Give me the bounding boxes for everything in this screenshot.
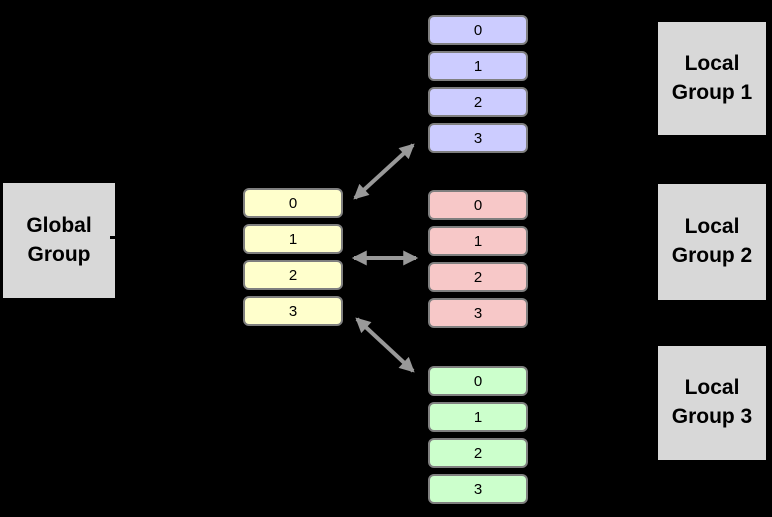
local-group-1-cell-3: 3: [428, 123, 528, 153]
local-group-3-label-line2: Group 3: [671, 405, 753, 428]
local-group-1-label: Local Group 1: [658, 22, 766, 135]
local-group-2-cell-3: 3: [428, 298, 528, 328]
local-group-3-cell-1: 1: [428, 402, 528, 432]
local-group-1-queue-stack: 0 1 2 3: [428, 15, 528, 153]
global-queue-cell-1: 1: [243, 224, 343, 254]
global-queue-cell-3: 3: [243, 296, 343, 326]
local-group-2-label-line2: Group 2: [671, 244, 753, 267]
local-group-2-label-line1: Local: [684, 215, 740, 239]
global-group-label-line2: Group: [27, 242, 91, 266]
local-group-1-cell-0: 0: [428, 15, 528, 45]
global-connector-stub: [110, 236, 119, 239]
local-group-3-label: Local Group 3: [658, 346, 766, 460]
local-group-3-queue-stack: 0 1 2 3: [428, 366, 528, 504]
local-group-3-cell-3: 3: [428, 474, 528, 504]
global-queue-stack: 0 1 2 3: [243, 188, 343, 326]
global-group-label: Global Group: [3, 183, 115, 298]
local-group-1-cell-1: 1: [428, 51, 528, 81]
local-group-3-label-line1: Local: [684, 376, 740, 400]
local-group-3-cell-2: 2: [428, 438, 528, 468]
local-group-1-label-line2: Group 1: [671, 80, 753, 104]
local-group-2-cell-0: 0: [428, 190, 528, 220]
local-group-2-cell-1: 1: [428, 226, 528, 256]
global-queue-cell-2: 2: [243, 260, 343, 290]
global-queue-cell-0: 0: [243, 188, 343, 218]
local-group-2-queue-stack: 0 1 2 3: [428, 190, 528, 328]
global-group-label-line1: Global: [26, 213, 92, 237]
local-group-1-label-line1: Local: [684, 51, 740, 75]
local-group-3-cell-0: 0: [428, 366, 528, 396]
double-arrow-global-to-local3: [355, 317, 415, 373]
double-arrow-global-to-local1: [353, 143, 415, 200]
local-group-1-cell-2: 2: [428, 87, 528, 117]
local-group-2-label: Local Group 2: [658, 184, 766, 300]
local-group-2-cell-2: 2: [428, 262, 528, 292]
